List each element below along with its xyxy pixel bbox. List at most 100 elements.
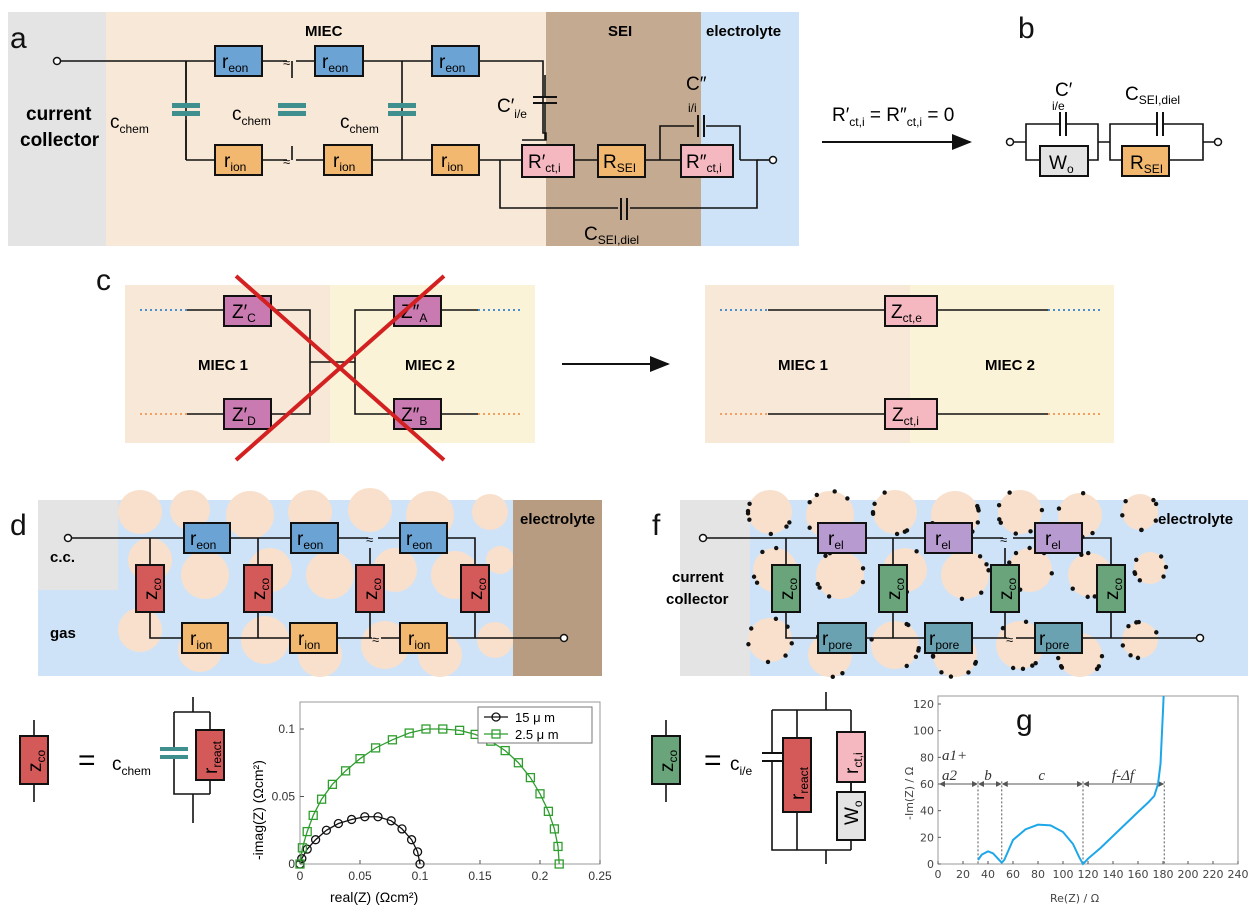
r-ct-prime-resistor: R′ct,i bbox=[521, 144, 575, 178]
zc-prime-element: Z′C bbox=[223, 295, 272, 327]
svg-text:C′: C′ bbox=[1055, 80, 1073, 101]
data-point bbox=[553, 841, 563, 852]
data-point bbox=[346, 814, 357, 825]
sei-region bbox=[546, 12, 701, 246]
y-tick-label: 0.1 bbox=[278, 722, 295, 736]
y-tick-label: 20 bbox=[920, 831, 934, 844]
f-r-pore-resistor: rpore rpore rpore bbox=[817, 622, 1083, 654]
svg-text:rpore: rpore bbox=[929, 629, 960, 652]
panel-a-label: a bbox=[10, 22, 27, 55]
svg-text:reon: reon bbox=[297, 529, 323, 552]
r-ion-resistor: rion rion rion bbox=[214, 144, 480, 176]
svg-text:zco: zco bbox=[466, 578, 489, 601]
panel-f-label: f bbox=[652, 509, 661, 542]
svg-text:CSEI,diel: CSEI,diel bbox=[584, 224, 639, 247]
svg-text:rion: rion bbox=[224, 151, 246, 174]
data-point bbox=[297, 843, 308, 853]
data-point bbox=[415, 859, 425, 869]
svg-text:CSEI,diel: CSEI,diel bbox=[1125, 84, 1180, 107]
electrolyte-label: electrolyte bbox=[706, 23, 781, 40]
y-tick-label: 100 bbox=[913, 725, 934, 738]
current-collector-region bbox=[8, 12, 106, 246]
svg-text:rct,i: rct,i bbox=[842, 752, 865, 774]
c-ie-capacitor: C′i/e bbox=[497, 96, 557, 121]
svg-text:rion: rion bbox=[190, 629, 212, 652]
svg-text:rel: rel bbox=[1045, 529, 1061, 552]
y-tick-label: 60 bbox=[920, 778, 934, 791]
data-point bbox=[373, 812, 383, 822]
svg-text:cchem: cchem bbox=[112, 754, 151, 778]
c-chem-label: cchem cchem cchem bbox=[110, 104, 379, 136]
svg-text:rreact: rreact bbox=[201, 740, 224, 774]
red-cross-mark bbox=[234, 274, 446, 462]
data-point bbox=[310, 835, 321, 845]
sei-label: SEI bbox=[608, 23, 632, 40]
data-point bbox=[387, 735, 398, 745]
electrolyte-region bbox=[701, 12, 799, 246]
data-point bbox=[308, 810, 318, 821]
svg-text:rion: rion bbox=[333, 151, 355, 174]
svg-text:zco: zco bbox=[141, 578, 164, 601]
svg-text:Wo: Wo bbox=[842, 800, 865, 825]
data-point bbox=[543, 806, 554, 816]
svg-text:rpore: rpore bbox=[1039, 629, 1070, 652]
x-tick-label: 0.2 bbox=[532, 869, 549, 883]
svg-text:Wo: Wo bbox=[1049, 153, 1074, 176]
x-tick-label: 140 bbox=[1103, 868, 1124, 881]
current-collector-line2: collector bbox=[20, 130, 100, 151]
panel-d-label: d bbox=[10, 509, 27, 542]
panel-c-label: c bbox=[96, 264, 111, 297]
data-point bbox=[513, 758, 524, 768]
svg-text:Z′D: Z′D bbox=[232, 405, 256, 428]
y-tick-label: 80 bbox=[920, 751, 934, 764]
svg-text:Z″A: Z″A bbox=[401, 302, 427, 325]
svg-text:zco: zco bbox=[249, 578, 272, 601]
zd-prime-element: Z′D bbox=[223, 398, 272, 430]
svg-text:RSEI: RSEI bbox=[1130, 153, 1163, 176]
r-eon-resistor: reon reon reon bbox=[214, 45, 480, 77]
x-tick-label: 160 bbox=[1128, 868, 1149, 881]
c-miec1-label: MIEC 1 bbox=[198, 357, 248, 374]
annotation-a1: a1+ bbox=[942, 748, 967, 764]
svg-text:reon: reon bbox=[322, 52, 348, 75]
svg-text:C″: C″ bbox=[686, 74, 707, 95]
svg-text:rreact: rreact bbox=[788, 766, 811, 800]
annotation-a2: a2 bbox=[942, 768, 958, 784]
data-point bbox=[412, 847, 423, 857]
x-tick-label: 0 bbox=[935, 868, 942, 881]
chart-g-ylabel: -Im(Z) / Ω bbox=[903, 767, 916, 820]
svg-text:Zct,i: Zct,i bbox=[892, 405, 919, 428]
svg-text:rel: rel bbox=[935, 529, 951, 552]
b-c-ie-label: C′ i/e bbox=[1052, 80, 1073, 113]
svg-text:rel: rel bbox=[828, 529, 844, 552]
svg-text:reon: reon bbox=[406, 529, 432, 552]
legend-series-2: 2.5 μ m bbox=[515, 727, 559, 742]
data-point bbox=[500, 745, 510, 756]
break-mark: ≈ bbox=[1006, 632, 1013, 647]
svg-text:zco: zco bbox=[657, 750, 680, 773]
data-point bbox=[302, 844, 312, 854]
chart-e-xlabel: real(Z) (Ωcm²) bbox=[330, 889, 418, 905]
r-sei-resistor: RSEI bbox=[597, 144, 646, 178]
break-mark: ≈ bbox=[372, 632, 379, 647]
data-point bbox=[302, 826, 312, 837]
current-collector-line1: current bbox=[26, 104, 92, 125]
data-point bbox=[360, 812, 370, 822]
svg-text:ci/e: ci/e bbox=[730, 754, 753, 778]
z-ct-e-element: Zct,e bbox=[884, 295, 938, 327]
data-point bbox=[438, 724, 448, 734]
c-miec1-label-right: MIEC 1 bbox=[778, 357, 828, 374]
panel-a-wires: ≈ ≈ bbox=[52, 55, 778, 209]
f-current-label: current bbox=[672, 569, 724, 586]
x-tick-label: 20 bbox=[956, 868, 970, 881]
d-cc-label: c.c. bbox=[50, 549, 75, 566]
svg-text:R′ct,i: R′ct,i bbox=[528, 152, 561, 175]
x-tick-label: 0.1 bbox=[412, 869, 429, 883]
c-miec2-label-right: MIEC 2 bbox=[985, 357, 1035, 374]
svg-text:cchem: cchem bbox=[110, 112, 149, 136]
data-point bbox=[397, 824, 407, 834]
svg-text:zco: zco bbox=[25, 750, 48, 773]
c-sei-diel-capacitor: CSEI,diel bbox=[584, 198, 639, 247]
